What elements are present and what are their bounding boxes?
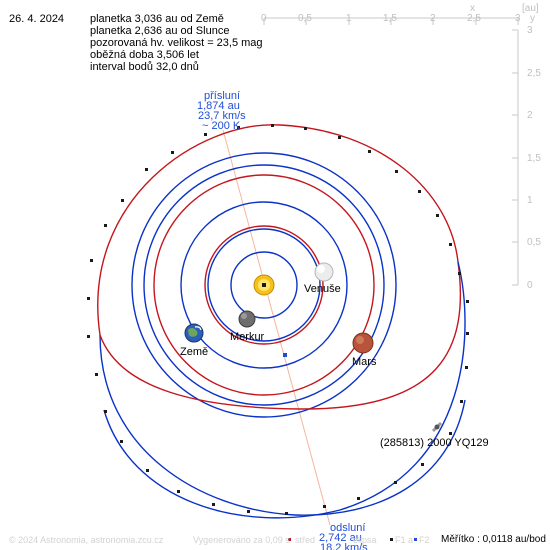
- x-tick-2-5: 2,5: [467, 13, 481, 24]
- y-tick-2: 2: [527, 110, 533, 121]
- aphelion-distance: 2,742 au: [319, 532, 362, 544]
- y-tick-0-5: 0,5: [527, 237, 541, 248]
- info-line-period: oběžná doba 3,506 let: [90, 49, 199, 61]
- mercury-label: Merkur: [230, 331, 265, 343]
- mars-label: Mars: [352, 356, 377, 368]
- legend-f2-swatch: [414, 538, 417, 541]
- y-axis-name: y: [530, 13, 535, 24]
- perihelion-distance: 1,874 au: [197, 100, 240, 112]
- perihelion-temp: ~ 200 K: [202, 120, 241, 132]
- axis-unit: [au]: [522, 3, 539, 14]
- mars-icon: [352, 332, 374, 354]
- y-tick-1-5: 1,5: [527, 153, 541, 164]
- info-line-distance-earth: planetka 3,036 au od Země: [90, 13, 224, 25]
- earth-orbit: [180, 201, 348, 369]
- perihelion-title: přísluní: [204, 90, 241, 102]
- y-tick-3: 3: [527, 25, 533, 36]
- venus-orbit-blue: [207, 228, 321, 342]
- y-tick-0: 0: [527, 280, 533, 291]
- x-tick-0-5: 0,5: [298, 13, 312, 24]
- y-axis: [512, 29, 519, 286]
- info-line-interval: interval bodů 32,0 dnů: [90, 61, 199, 73]
- legend-f1-label: F1 a: [395, 535, 414, 545]
- x-tick-0: 0: [261, 13, 267, 24]
- info-line-distance-sun: planetka 2,636 au od Slunce: [90, 25, 230, 37]
- legend-center-swatch: [288, 538, 291, 541]
- x-axis-name: x: [470, 3, 475, 14]
- legend-ellipse-label: elipsa: [353, 535, 377, 545]
- x-tick-1-5: 1,5: [383, 13, 397, 24]
- sun-icon: [253, 274, 275, 296]
- mercury-orbit: [230, 251, 298, 319]
- venus-orbit: [204, 225, 324, 345]
- copyright-text: © 2024 Astronomia, astronomia.zcu.cz: [9, 535, 164, 545]
- earth-orbit-outer: [143, 164, 385, 406]
- generated-time-text: Vygenerováno za 0,09 s: [193, 535, 290, 545]
- aphelion-title: odsluní: [330, 522, 366, 534]
- x-tick-1: 1: [346, 13, 352, 24]
- line-of-apsides: [222, 129, 331, 526]
- asteroid-interval-dots: [87, 124, 469, 515]
- x-tick-3: 3: [515, 13, 521, 24]
- perihelion-speed: 23,7 km/s: [198, 110, 246, 122]
- aphelion-speed: 18,2 km/s: [320, 542, 368, 550]
- x-axis: [263, 17, 519, 25]
- legend-f1-swatch: [390, 538, 393, 541]
- earth-icon: [184, 323, 204, 343]
- earth-label: Země: [180, 346, 209, 358]
- x-tick-2: 2: [430, 13, 436, 24]
- asteroid-orbit-red: [86, 168, 473, 432]
- asteroid-orbit-blue: [99, 334, 466, 516]
- asteroid-orbit-upper-red: [97, 124, 462, 410]
- y-tick-2-5: 2,5: [527, 68, 541, 79]
- mars-orbit-like: [153, 174, 375, 396]
- legend-center-label: střed: [295, 535, 316, 545]
- venus-icon: [314, 262, 334, 282]
- legend-f2-label: F2: [419, 535, 430, 545]
- date-label: 26. 4. 2024: [9, 13, 65, 25]
- mars-orbit: [131, 152, 397, 418]
- info-line-magnitude: pozorovaná hv. velikost = 23,5 mag: [90, 37, 263, 49]
- asteroid-icon: [431, 421, 443, 433]
- mercury-icon: [238, 310, 256, 328]
- venus-label: Venuše: [304, 283, 341, 295]
- scale-label: Měřítko : 0,0118 au/bod: [441, 534, 546, 545]
- y-tick-1: 1: [527, 195, 533, 206]
- asteroid-label: (285813) 2000 YQ129: [380, 437, 489, 449]
- focus-f2: [283, 353, 287, 357]
- asteroid-orbit-lower-blue: [103, 261, 466, 519]
